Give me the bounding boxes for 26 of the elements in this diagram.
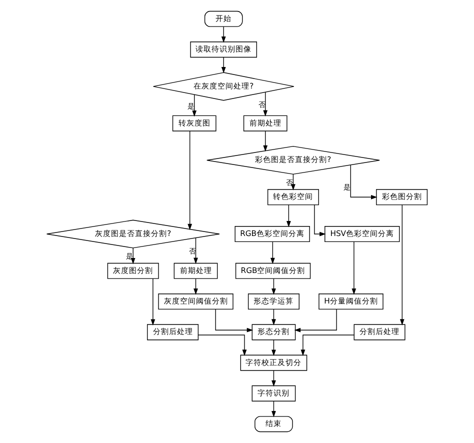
arrow — [272, 400, 276, 418]
arrow — [272, 278, 276, 295]
arrow — [286, 204, 291, 228]
arrow — [294, 309, 337, 332]
arrow — [198, 334, 247, 356]
arrow — [188, 130, 192, 230]
arrow — [300, 334, 354, 356]
arrow — [215, 309, 254, 332]
arrow — [272, 370, 276, 387]
arrow — [350, 164, 378, 200]
arrow — [221, 57, 226, 74]
arrow — [352, 241, 356, 295]
arrow — [263, 130, 268, 152]
arrow — [263, 92, 268, 116]
arrow — [270, 242, 275, 264]
arrow — [291, 174, 296, 190]
arrow — [400, 204, 404, 326]
arrow — [272, 340, 276, 356]
arrow — [272, 308, 276, 326]
arrow — [150, 278, 156, 326]
arrow — [192, 94, 197, 117]
arrow — [314, 204, 326, 236]
arrow — [194, 238, 198, 264]
arrow — [194, 278, 198, 295]
arrow — [130, 248, 136, 264]
arrow — [221, 26, 226, 43]
